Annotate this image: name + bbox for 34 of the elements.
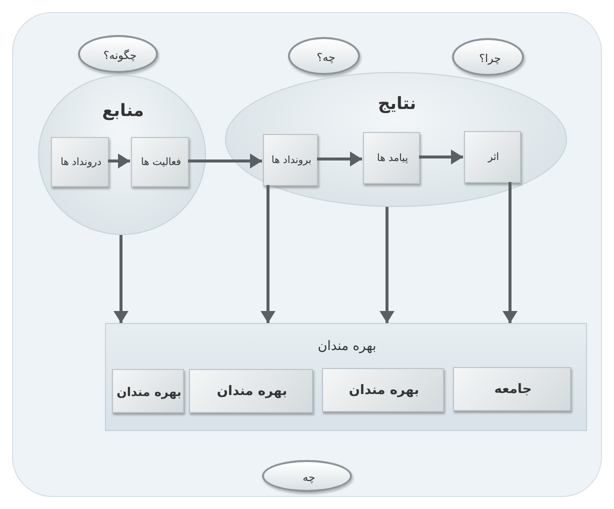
heading: بهره مندان: [316, 338, 378, 356]
process-box: [464, 131, 521, 183]
arrow: [317, 152, 362, 166]
label: جامعه: [493, 380, 533, 399]
label: چه: [302, 470, 316, 486]
label: بهره مندان: [348, 382, 420, 400]
stakeholder-panel: [105, 323, 587, 431]
label: بهره مندان: [116, 384, 182, 401]
label: چرا؟: [478, 51, 502, 68]
process-box: [263, 134, 318, 186]
stakeholder-box: [112, 369, 184, 413]
label: اثر: [486, 151, 500, 165]
heading: منابع: [101, 100, 145, 123]
label: چگونه؟: [102, 48, 138, 64]
label: فعالیت ها: [140, 156, 182, 170]
label: بهره مندان: [216, 382, 288, 401]
label: برونداد ها: [270, 154, 312, 168]
arrow: [188, 154, 262, 168]
process-box: [51, 137, 109, 187]
process-box: [131, 137, 189, 187]
process-box: [363, 132, 420, 184]
label: درونداد ها: [60, 156, 102, 170]
stakeholder-box: [453, 367, 571, 411]
label: چه؟: [316, 50, 336, 66]
arrow: [502, 182, 518, 323]
arrow: [380, 206, 394, 323]
arrow: [419, 150, 463, 164]
arrow: [114, 235, 128, 323]
stakeholder-box: [322, 368, 444, 412]
heading: نتایج: [376, 93, 418, 116]
arrow: [260, 185, 276, 323]
label: پیامد ها: [376, 152, 409, 166]
stakeholder-box: [189, 369, 313, 413]
arrow: [108, 154, 130, 168]
